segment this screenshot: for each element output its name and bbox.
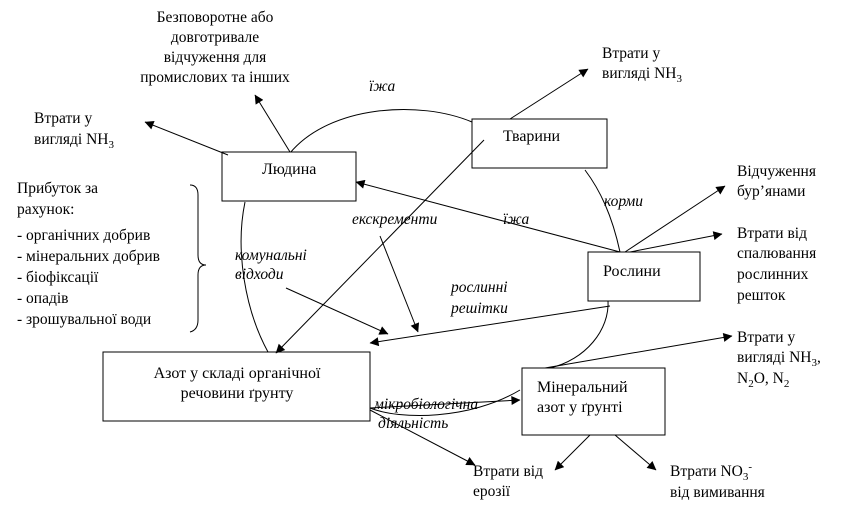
svg-text:- біофіксації: - біофіксації <box>17 269 99 286</box>
svg-text:промислових та інших: промислових та інших <box>140 69 290 86</box>
box-mineral-label-1: Мінеральний <box>537 379 628 396</box>
box-mineral-nitrogen: Мінеральний азот у ґрунті <box>521 367 666 436</box>
erosion-text: Втрати від ерозії <box>473 463 543 500</box>
svg-text:- зрошувальної води: - зрошувальної води <box>17 311 151 328</box>
svg-text:Втрати у: Втрати у <box>602 45 660 62</box>
svg-text:- мінеральних добрив: - мінеральних добрив <box>17 248 160 265</box>
svg-text:вигляді NH3: вигляді NH3 <box>34 131 115 151</box>
arrow-mineral-to-erosion <box>554 434 591 471</box>
label-communal-1: комунальні <box>235 247 307 264</box>
label-feed: корми <box>604 193 643 210</box>
svg-text:Втрати у: Втрати у <box>34 110 92 127</box>
box-human: Людина <box>221 151 357 202</box>
svg-text:N2O, N2: N2O, N2 <box>737 370 789 390</box>
loss-nh3-left: Втрати у вигляді NH3 <box>34 110 115 151</box>
svg-text:від вимивання: від вимивання <box>670 484 765 501</box>
box-organic-label-1: Азот у складі органічної <box>154 365 321 382</box>
arrow-mineral-to-leaching <box>614 434 657 471</box>
svg-text:Відчуження: Відчуження <box>737 163 816 180</box>
income-brace <box>189 184 207 333</box>
label-communal-2: відходи <box>235 266 284 283</box>
arrow-human-to-alienation <box>254 94 291 153</box>
label-food-mid: їжа <box>503 211 530 228</box>
box-mineral-label-2: азот у ґрунті <box>537 399 623 416</box>
svg-text:відчуження для: відчуження для <box>164 49 267 66</box>
box-organic-nitrogen: Азот у складі органічної речовини ґрунту <box>102 351 371 422</box>
arrows <box>144 68 733 471</box>
box-plants: Рослини <box>587 251 701 302</box>
arrow-mineral-to-gases <box>544 333 733 369</box>
box-animals: Тварини <box>471 118 608 169</box>
arrow-animals-to-nh3-top <box>509 68 589 120</box>
svg-text:ерозії: ерозії <box>473 483 511 500</box>
arrow-plants-to-burn <box>629 231 723 253</box>
arrow-excrements <box>379 235 420 333</box>
svg-text:Втрати від: Втрати від <box>737 225 807 242</box>
label-excrements: екскременти <box>352 211 438 228</box>
svg-text:вигляді NH3: вигляді NH3 <box>602 65 683 85</box>
svg-text:довготривале: довготривале <box>171 29 259 46</box>
leaching-text: Втрати NO3- від вимивання <box>670 461 765 501</box>
income-list: Прибуток за рахунок: - органічних добрив… <box>17 180 160 328</box>
cycle-circle <box>240 109 621 416</box>
svg-text:Безповоротне або: Безповоротне або <box>157 9 274 26</box>
svg-text:Прибуток за: Прибуток за <box>17 180 98 197</box>
svg-text:бур’янами: бур’янами <box>737 183 805 200</box>
label-food-top: їжа <box>369 78 396 95</box>
svg-text:решток: решток <box>737 287 786 304</box>
svg-text:вигляді NH3,: вигляді NH3, <box>737 349 821 369</box>
box-animals-label: Тварини <box>503 128 561 145</box>
svg-text:- опадів: - опадів <box>17 290 68 307</box>
alienation-text: Безповоротне або довготривале відчуження… <box>140 9 290 86</box>
label-residues-2: решітки <box>450 300 508 317</box>
svg-text:спалювання: спалювання <box>737 245 816 262</box>
svg-text:рахунок:: рахунок: <box>17 201 74 218</box>
arrow-human-to-nh3-left <box>144 120 229 156</box>
arrow-organic-to-erosion <box>369 409 476 466</box>
arrow-communal <box>285 287 389 335</box>
svg-text:Втрати від: Втрати від <box>473 463 543 480</box>
svg-text:Втрати NO3-: Втрати NO3- <box>670 461 752 483</box>
arrow-plants-to-weeds <box>624 185 726 253</box>
label-residues-1: рослинні <box>450 279 508 296</box>
label-micro-2: діяльність <box>378 415 448 432</box>
burn-text: Втрати від спалювання рослинних решток <box>737 225 816 304</box>
arrow-plants-to-human <box>355 179 621 253</box>
box-human-label: Людина <box>262 161 316 178</box>
box-plants-label: Рослини <box>603 263 661 280</box>
svg-text:рослинних: рослинних <box>737 266 809 283</box>
arrow-animals-to-organic <box>275 139 485 354</box>
svg-text:Втрати у: Втрати у <box>737 329 795 346</box>
arrow-organic-to-mineral <box>369 395 521 409</box>
label-micro-1: мікробіологічна <box>373 396 478 413</box>
svg-text:- органічних добрив: - органічних добрив <box>17 227 150 244</box>
arrow-residues <box>369 305 611 347</box>
box-organic-label-2: речовини ґрунту <box>181 385 294 402</box>
gas-loss-text: Втрати у вигляді NH3, N2O, N2 <box>737 329 821 390</box>
weeds-text: Відчуження бур’янами <box>737 163 816 200</box>
loss-nh3-top: Втрати у вигляді NH3 <box>602 45 683 85</box>
